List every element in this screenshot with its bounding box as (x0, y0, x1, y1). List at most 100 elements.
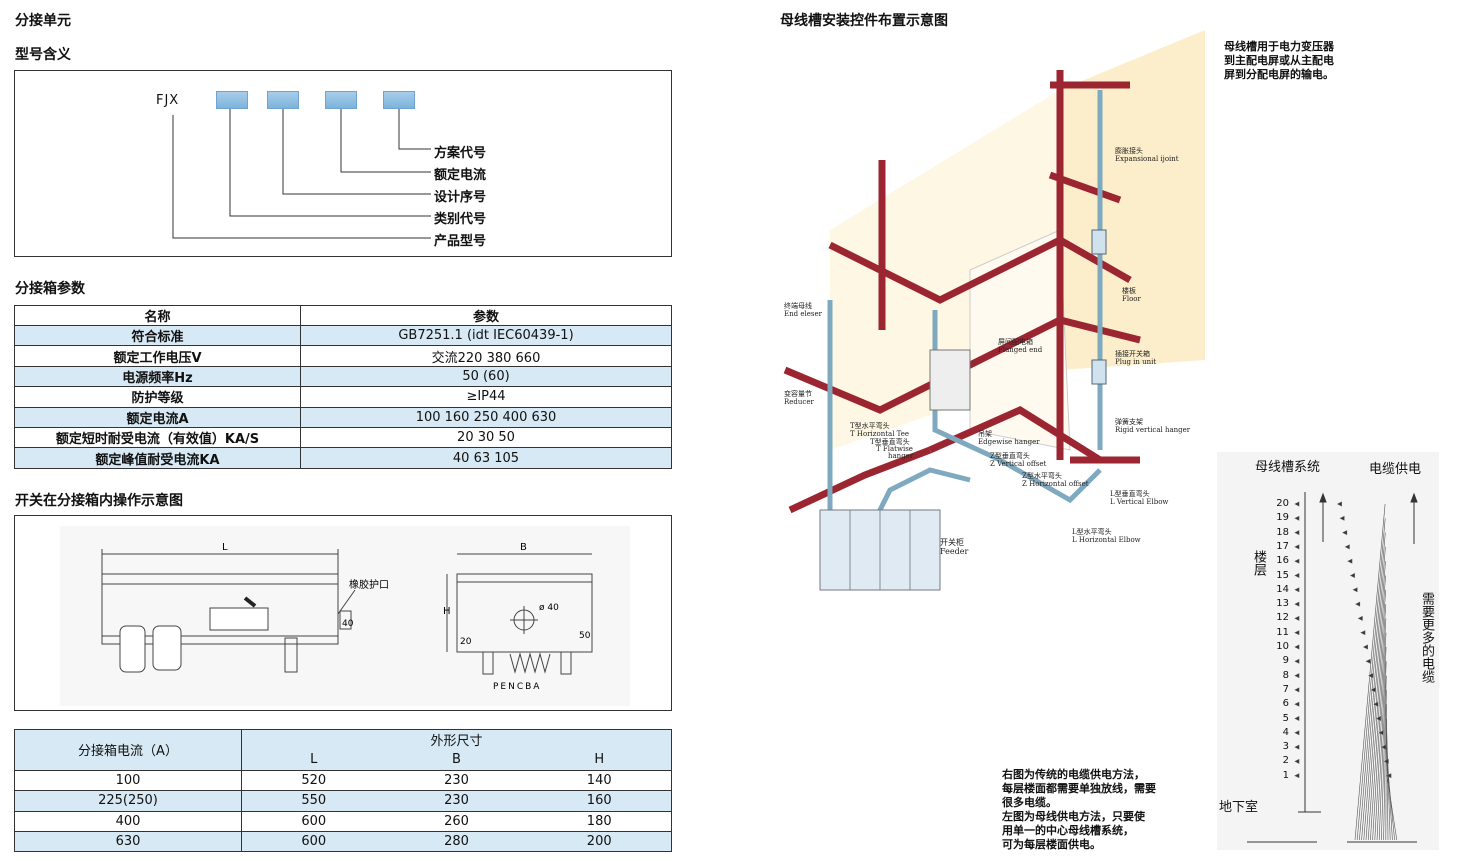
table-row: 额定工作电压V 交流220 380 660 (14, 345, 672, 367)
dim-cell: 100 (14, 769, 242, 792)
floor-number: 15 (1276, 569, 1289, 581)
lbl-expansion-en: Expansional ijoint (1115, 155, 1179, 163)
cable-tap-arrow (1370, 687, 1376, 693)
compare-left-title: 母线槽系统 (1255, 460, 1321, 475)
lbl-zhor: Z型水平弯头 (1022, 471, 1062, 480)
dim-cell: 600 (240, 810, 386, 832)
floor-number: 3 (1282, 741, 1289, 753)
floor-number: 11 (1276, 626, 1289, 638)
param-value: 20 30 50 (300, 426, 672, 449)
param-value: 交流220 380 660 (300, 345, 672, 367)
floor-tap-arrow (1294, 701, 1300, 707)
cable-tap-arrow (1362, 644, 1368, 650)
cable-tap-arrow (1357, 615, 1363, 621)
floor-number: 1 (1282, 769, 1289, 781)
model-label-category: 类别代号 (434, 212, 487, 227)
table-row: 额定电流A 100 160 250 400 630 (14, 406, 672, 428)
table-row: 100 520 230 140 (14, 769, 673, 792)
param-value: ≥IP44 (300, 386, 672, 408)
floor-number: 18 (1276, 526, 1289, 538)
floor-number: 7 (1282, 683, 1289, 695)
model-slot-3 (325, 91, 357, 109)
model-slot-4 (383, 91, 415, 109)
cable-tap-arrow (1344, 544, 1350, 550)
table-row: 225(250) 550 230 160 (14, 790, 673, 812)
cable-line (1354, 503, 1386, 841)
dim-cell: 400 (14, 810, 242, 832)
bottom-note-line: 左图为母线供电方法，只要使 (1002, 810, 1145, 823)
cable-tap-arrow (1342, 530, 1348, 536)
lbl-flanged: 屏间配电箱 (998, 337, 1033, 346)
dim-header-current: 分接箱电流（A） (14, 729, 242, 771)
floor-axis-label: 楼层 (1251, 550, 1266, 576)
table-row: 额定峰值耐受电流KA 40 63 105 (14, 447, 672, 469)
floor-number: 16 (1276, 555, 1289, 567)
cable-line (1383, 689, 1387, 841)
dim-cell: 180 (527, 810, 673, 832)
cable-line (1367, 589, 1386, 841)
lbl-floor-en: Floor (1122, 295, 1142, 303)
cable-line (1365, 575, 1386, 841)
model-meaning-title: 型号含义 (15, 47, 71, 63)
lbl-ttee-en: T Horizontal Tee (850, 430, 909, 438)
cable-tap-arrow (1373, 701, 1379, 707)
floor-tap-arrow (1294, 773, 1300, 779)
dim-cell: 200 (527, 830, 673, 853)
param-name: 电源频率Hz (14, 365, 301, 388)
cable-line (1385, 704, 1387, 841)
model-label-product: 产品型号 (434, 234, 487, 249)
bottom-note-line: 可为每层楼面供电。 (1002, 838, 1101, 851)
floor-tap-arrow (1294, 644, 1300, 650)
floor-tap-arrow (1294, 744, 1300, 750)
model-meaning-box: FJX 方案代号 额定电流 设计序号 类别代号 产品型号 (14, 70, 672, 257)
param-value: 50 (60) (300, 365, 672, 388)
table-row: 防护等级 ≥IP44 (14, 386, 672, 408)
floor-tap-arrow (1294, 758, 1300, 764)
bottom-note: 右图为传统的电缆供电方法， 每层楼面都需要单独放线，需要 很多电缆。 左图为母线… (1002, 768, 1156, 852)
cable-tap-arrow (1349, 573, 1355, 578)
cable-line (1386, 775, 1398, 841)
cable-line (1374, 632, 1387, 841)
table-row: 电源频率Hz 50 (60) (14, 365, 672, 388)
model-leader-lines (172, 109, 431, 239)
table-row: 630 600 280 200 (14, 830, 673, 853)
install-title: 母线槽安装控件布置示意图 (780, 13, 948, 29)
cable-line (1359, 532, 1386, 841)
lbl-edgewise-en: Edgewise hanger (978, 438, 1040, 446)
dim-cell: 520 (240, 769, 386, 792)
floor-tap-arrow (1294, 673, 1300, 679)
floor-number: 5 (1282, 712, 1289, 724)
top-note: 母线槽用于电力变压器 到主配电屏或从主配电 屏到分配电屏的输电。 (1224, 40, 1334, 82)
param-name: 额定峰值耐受电流KA (14, 447, 301, 469)
op-label-h: H (443, 606, 451, 617)
table-header-param: 参数 (300, 305, 672, 326)
floor-tap-arrow (1294, 730, 1300, 736)
table-row: L B H (15, 749, 673, 771)
dim-cell: 260 (385, 810, 528, 832)
op-dim-20: 20 (460, 637, 472, 647)
section-title: 分接单元 (15, 13, 71, 29)
dim-sub-l: L (240, 749, 386, 771)
param-value: 40 63 105 (300, 447, 672, 469)
op-label-rubber: 橡胶护口 (349, 578, 389, 591)
dim-sub-h: H (527, 749, 673, 771)
lbl-plug: 插接开关箱 (1115, 349, 1150, 358)
cable-tap-arrow (1381, 744, 1387, 750)
model-slot-2 (267, 91, 299, 109)
lbl-reducer: 变容量节 (784, 389, 812, 398)
lbl-feeder-en: Feeder (940, 547, 968, 556)
operation-title: 开关在分接箱内操作示意图 (15, 493, 183, 509)
top-note-line: 到主配电屏或从主配电 (1224, 54, 1334, 67)
lbl-lvert: L型垂直弯头 (1110, 489, 1150, 498)
params-title: 分接箱参数 (15, 281, 85, 297)
model-slot-1 (216, 91, 248, 109)
cable-line (1361, 546, 1386, 841)
lbl-rigid: 弹簧支架 (1115, 417, 1143, 426)
lbl-expansion: 膨胀接头 (1115, 146, 1143, 155)
lbl-plug-en: Plug in unit (1115, 358, 1156, 366)
floor-tap-arrow (1294, 630, 1300, 636)
floor-tap-arrow (1294, 573, 1300, 578)
param-name: 额定短时耐受电流（有效值）KA/S (14, 426, 301, 449)
bottom-note-line: 右图为传统的电缆供电方法， (1002, 768, 1145, 781)
